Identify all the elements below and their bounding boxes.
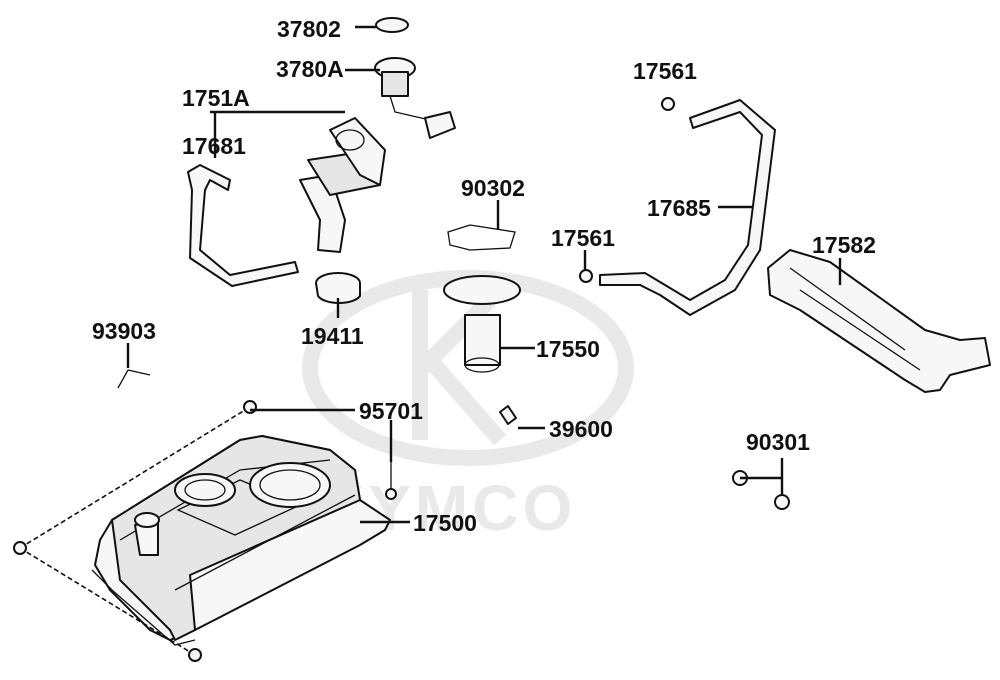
bolt-part[interactable]: [13, 400, 397, 662]
label-3780A: 3780A: [276, 56, 344, 82]
fuel-pump-part[interactable]: [443, 224, 521, 373]
label-17681: 17681: [182, 133, 246, 159]
callout-labels: 37802 3780A 1751A 17681 17561 90302 1768…: [92, 16, 876, 536]
label-17561-top: 17561: [633, 58, 697, 84]
screw-part[interactable]: [117, 369, 151, 389]
level-sender-part[interactable]: [374, 17, 456, 139]
label-93903: 93903: [92, 318, 156, 344]
label-90302: 90302: [461, 175, 525, 201]
vent-hose-17681-part[interactable]: [187, 164, 299, 287]
tank-frame-outline: [19, 409, 246, 656]
label-95701: 95701: [359, 398, 423, 424]
label-17561-middle: 17561: [551, 225, 615, 251]
label-17500: 17500: [413, 510, 477, 536]
label-17550: 17550: [536, 336, 600, 362]
label-19411: 19411: [301, 323, 364, 349]
label-37802: 37802: [277, 16, 341, 42]
leader-lines: [126, 25, 842, 524]
vent-hose-17685-part[interactable]: [599, 99, 776, 316]
nut-part[interactable]: [499, 405, 790, 510]
hose-clip-part[interactable]: [579, 97, 675, 283]
bracket-part[interactable]: [767, 249, 991, 393]
label-1751A: 1751A: [182, 85, 250, 111]
label-17685: 17685: [647, 195, 711, 221]
label-39600: 39600: [549, 416, 613, 442]
label-17582: 17582: [812, 232, 876, 258]
filler-neck-part[interactable]: [299, 117, 386, 253]
hose-clamp-part[interactable]: [315, 272, 361, 304]
label-90301: 90301: [746, 429, 810, 455]
fuel-tank-part[interactable]: [91, 435, 391, 646]
